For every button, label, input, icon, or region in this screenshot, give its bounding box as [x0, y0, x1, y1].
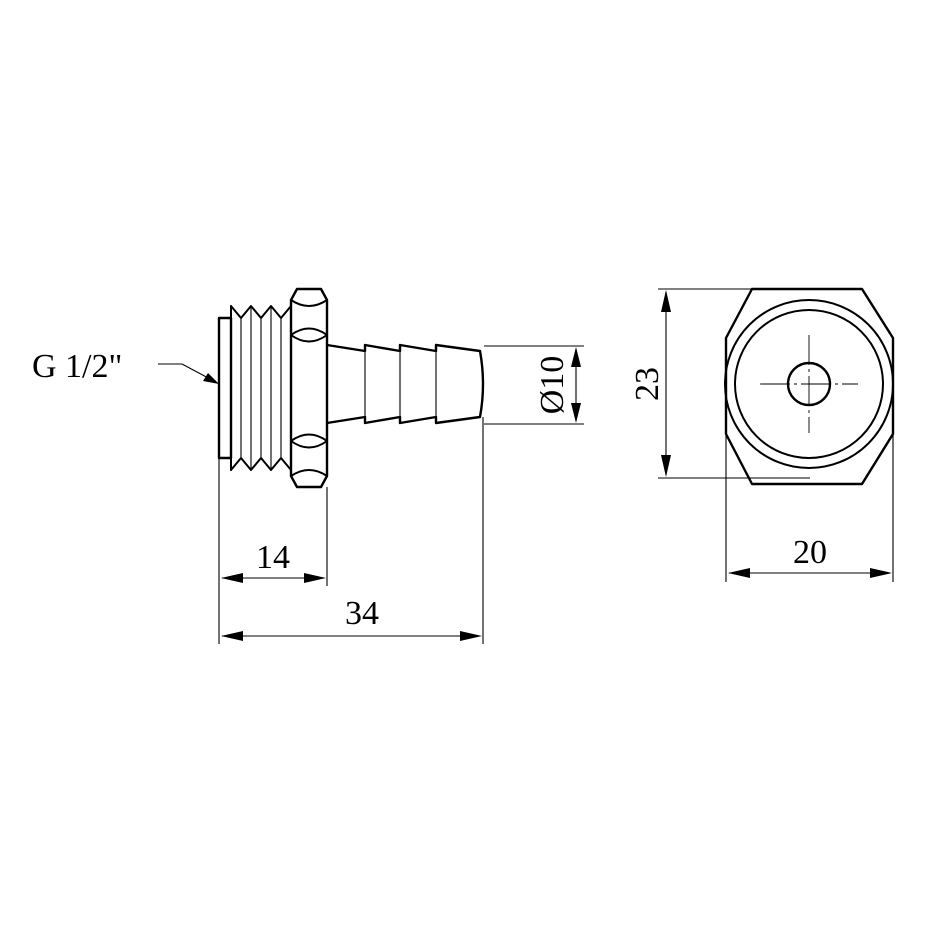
hex-outline	[724, 287, 895, 486]
bore-outer-circle	[734, 309, 884, 459]
dimension-label-20: 20	[793, 534, 827, 571]
dimension-label-34: 34	[345, 595, 379, 632]
hose-barb	[326, 343, 485, 425]
threaded-section	[217, 305, 292, 471]
end-view: 23 20	[629, 287, 895, 582]
dimension-barb-diameter	[484, 345, 584, 425]
chamfer-circle	[724, 299, 894, 469]
side-view: G 1/2" 14 34 Ø10	[32, 287, 584, 644]
hex-nut-profile	[289, 287, 329, 489]
dimension-label-diameter: Ø10	[534, 356, 571, 415]
dimension-thread-length	[218, 458, 328, 644]
dimension-hex-width	[725, 434, 894, 582]
dimension-label-23: 23	[629, 367, 666, 401]
thread-label: G 1/2"	[32, 348, 122, 385]
thread-leader	[158, 363, 219, 384]
dimension-hex-height	[658, 288, 810, 479]
dimension-label-14: 14	[256, 539, 290, 576]
dimension-total-length	[221, 417, 484, 644]
